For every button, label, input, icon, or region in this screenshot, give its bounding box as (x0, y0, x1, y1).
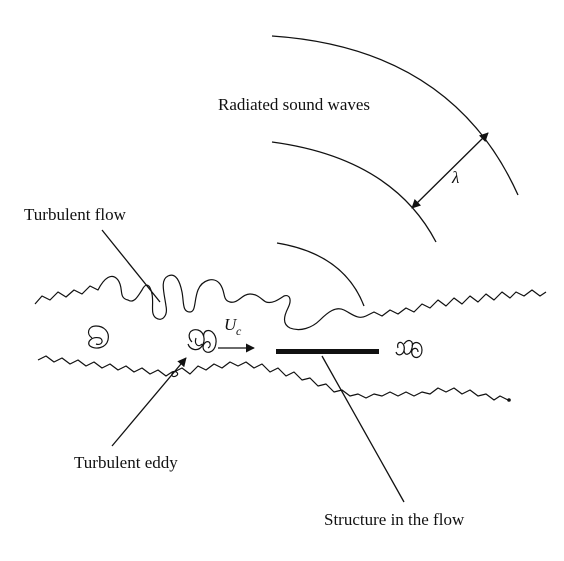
flow-end-dot (507, 398, 511, 402)
eddy-left (87, 325, 109, 349)
sound-wavefront-outer (271, 35, 519, 196)
convection-velocity-symbol: U (224, 315, 238, 334)
turbulent-flow-label: Turbulent flow (24, 205, 127, 224)
flow-lower-boundary (37, 355, 509, 401)
structure-leader (321, 355, 405, 503)
sound-waves-label: Radiated sound waves (218, 95, 370, 114)
turbulent-eddy-label: Turbulent eddy (74, 453, 178, 472)
turbulent-eddy-arrow (111, 357, 187, 447)
wavelength-arrow (411, 132, 489, 209)
wavelength-symbol: λ (451, 168, 459, 187)
eddy-right (395, 339, 423, 359)
convection-velocity-subscript: c (236, 324, 242, 338)
sound-wavefront-middle (271, 141, 437, 243)
eddy-center (187, 329, 217, 353)
structure-label: Structure in the flow (324, 510, 465, 529)
turbulent-flow-leader (101, 229, 161, 303)
sound-wavefront-inner (276, 242, 365, 307)
flow-upper-boundary (34, 274, 547, 331)
structure-plate (276, 349, 379, 354)
